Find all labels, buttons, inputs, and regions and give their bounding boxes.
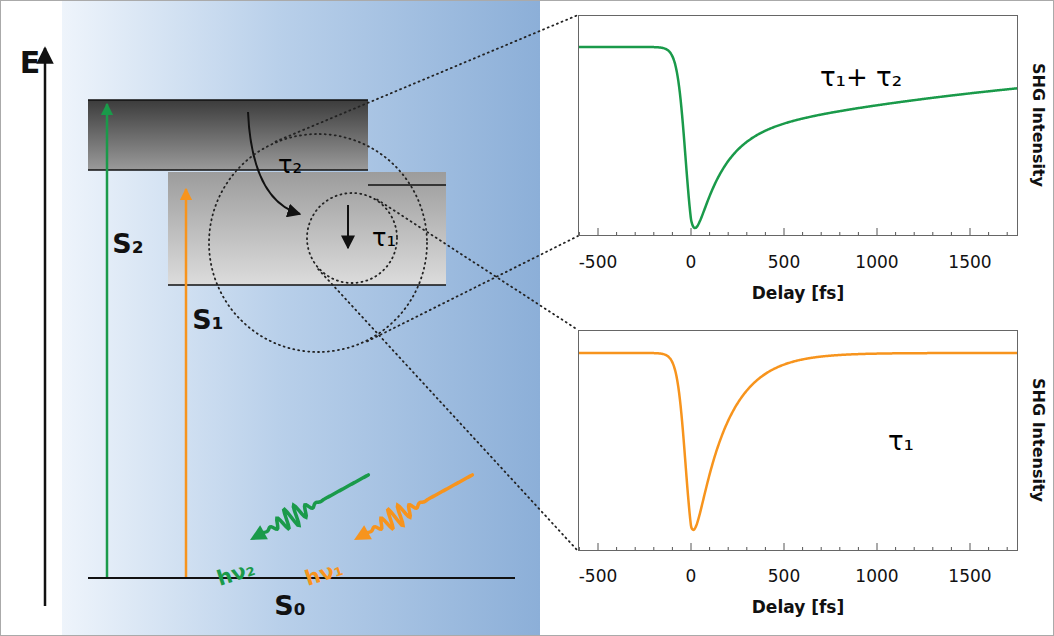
signal-curve xyxy=(578,353,1018,530)
zoom-circle: τ₂ τ₁ xyxy=(208,133,428,353)
s2-top-line xyxy=(88,99,368,101)
major-tick xyxy=(598,228,599,236)
major-tick xyxy=(970,543,971,551)
tick-label: -500 xyxy=(579,253,618,272)
pulse-arrowhead xyxy=(354,525,372,540)
tick-label: -500 xyxy=(579,567,618,586)
zoom-circle: τ₁ xyxy=(306,192,398,284)
state-label: S₁ xyxy=(192,305,223,335)
plot-panel: τ₁ xyxy=(578,330,1018,551)
axis-title: SHG Intensity xyxy=(1029,378,1047,502)
major-tick xyxy=(598,543,599,551)
major-tick xyxy=(691,228,692,236)
excitation-arrow xyxy=(106,104,109,577)
tick-label: 500 xyxy=(768,567,800,586)
time-constant: τ₂ xyxy=(278,152,302,178)
s2-bottom-line xyxy=(88,169,368,171)
tick-label: 0 xyxy=(686,567,697,586)
axis-title: Delay [fs] xyxy=(752,598,844,617)
major-tick xyxy=(970,228,971,236)
time-constant: τ₁ xyxy=(888,427,914,456)
s0-line xyxy=(88,577,515,579)
state-label: S₂ xyxy=(112,229,143,259)
plot-graphics xyxy=(576,47,1020,236)
light-pulse xyxy=(361,475,472,536)
relaxation-arrow xyxy=(347,205,349,248)
tick-label: 500 xyxy=(768,253,800,272)
light-pulse xyxy=(257,475,368,536)
tick-label: 1500 xyxy=(948,567,991,586)
plot-panel: τ₁+ τ₂ xyxy=(578,15,1018,236)
tick-label: 1000 xyxy=(855,253,898,272)
energy-axis xyxy=(44,48,47,606)
photon-label: hν₂ xyxy=(214,557,258,591)
s1-top-line xyxy=(368,184,446,186)
axis-label: E xyxy=(20,46,41,79)
state-label: S₀ xyxy=(274,591,305,621)
s1-bottom-line xyxy=(168,284,446,286)
major-tick xyxy=(784,228,785,236)
tick-label: 1500 xyxy=(948,253,991,272)
major-tick xyxy=(784,543,785,551)
major-tick xyxy=(877,543,878,551)
tick-label: 0 xyxy=(686,253,697,272)
axis-title: Delay [fs] xyxy=(752,284,844,303)
major-tick xyxy=(877,228,878,236)
signal-curve xyxy=(578,47,1018,228)
excitation-arrow xyxy=(185,189,188,577)
background-panel xyxy=(62,1,540,635)
axis-title: SHG Intensity xyxy=(1029,63,1047,187)
zoom-line xyxy=(276,15,578,341)
time-constant: τ₁+ τ₂ xyxy=(820,63,902,92)
plot-graphics xyxy=(576,353,1020,551)
photon-label: hν₁ xyxy=(302,557,346,591)
zoom-line xyxy=(318,199,578,551)
major-tick xyxy=(691,543,692,551)
pulse-arrowhead xyxy=(250,525,268,540)
tick-label: 1000 xyxy=(855,567,898,586)
time-constant: τ₁ xyxy=(372,225,396,251)
